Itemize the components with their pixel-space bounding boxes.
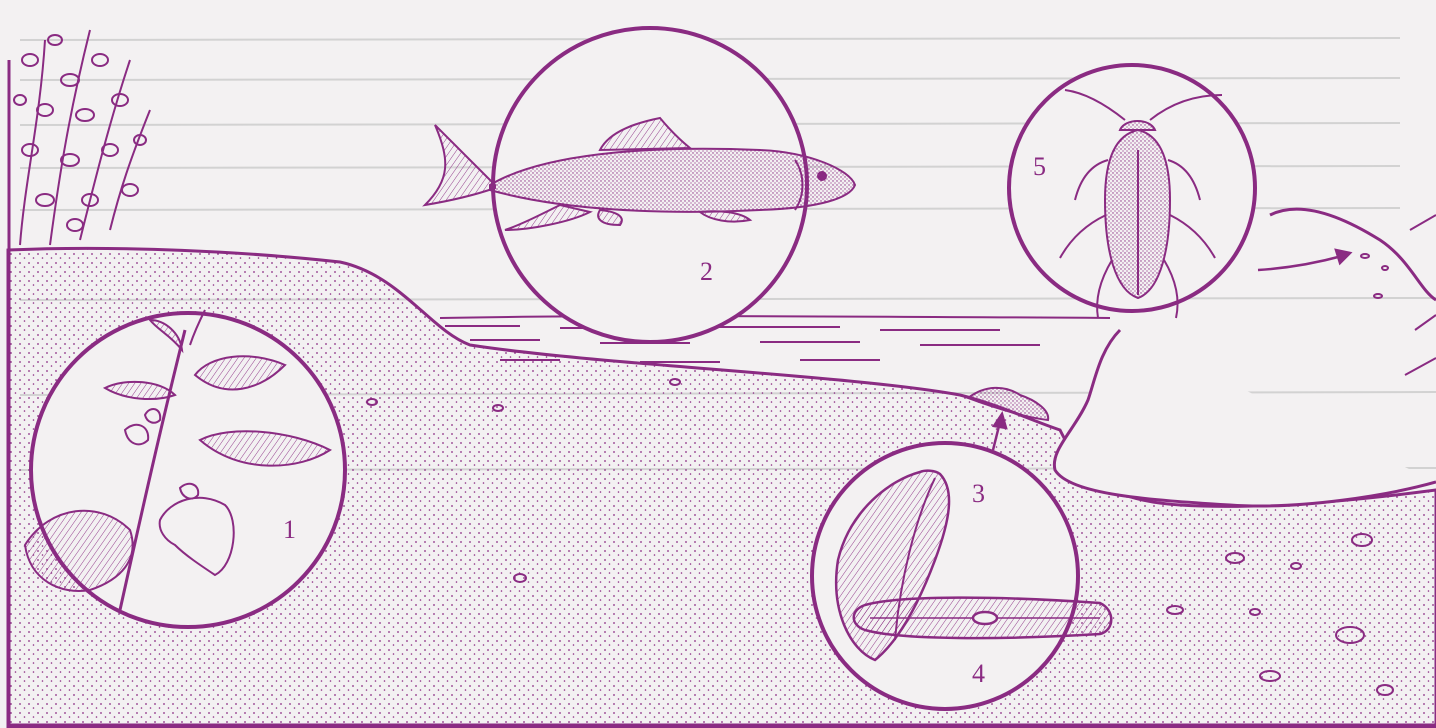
- arrow-to-stream: [1258, 250, 1350, 270]
- label-4: 4: [972, 659, 985, 688]
- label-5: 5: [1033, 152, 1046, 181]
- stream-debris: [1361, 215, 1436, 375]
- stream-rock-outline: [1054, 330, 1436, 506]
- label-2: 2: [700, 257, 713, 286]
- bush-icon: [14, 30, 150, 245]
- circle-fish: 2: [425, 28, 855, 342]
- label-3: 3: [972, 479, 985, 508]
- label-1: 1: [283, 515, 296, 544]
- circle-bug: 5: [1009, 65, 1255, 318]
- stream-channel: [1270, 209, 1436, 300]
- diatom-navicula-icon: [854, 598, 1112, 638]
